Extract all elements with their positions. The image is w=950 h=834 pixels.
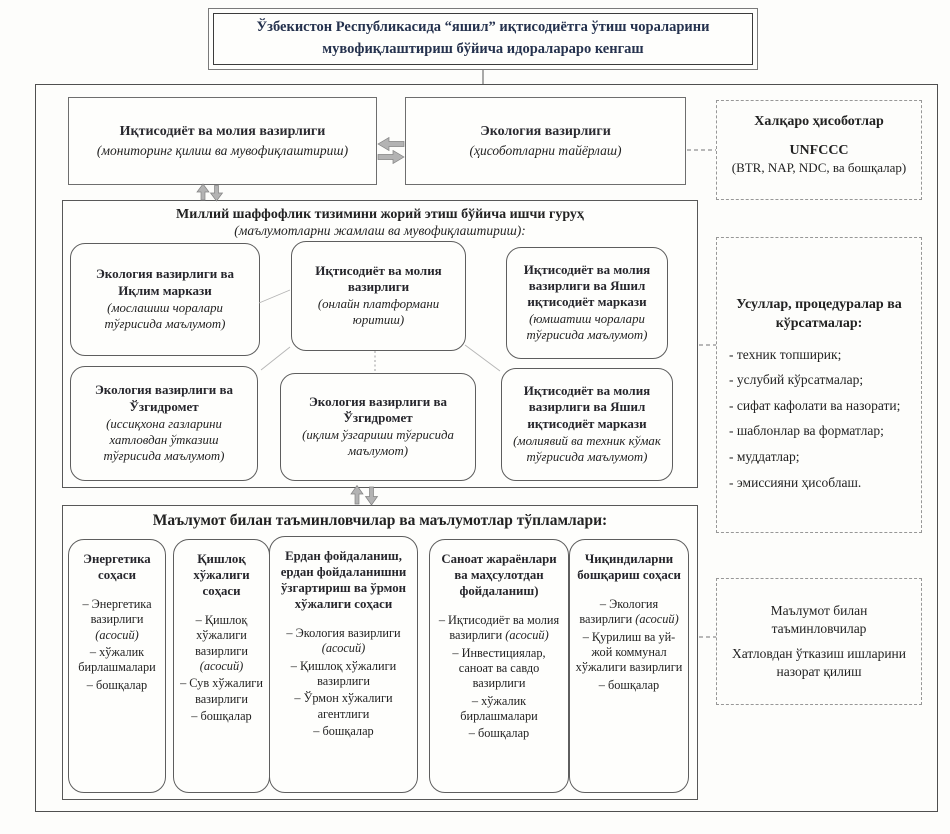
international-reports-box: Халқаро ҳисоботлар UNFCCC (BTR, NAP, NDC…: [716, 100, 922, 200]
sector-item: – Иқтисодиёт ва молия вазирлиги (асосий): [435, 613, 563, 644]
sector-item-text: – Энергетика вазирлиги: [82, 596, 152, 627]
economy-ministry-title: Иқтисодиёт ва молия вазирлиги: [119, 123, 326, 139]
sector-item: – бошқалар: [275, 724, 412, 739]
sector-energy: Энергетика соҳаси – Энергетика вазирлиги…: [68, 539, 166, 793]
sector-item-note: (асосий): [199, 659, 244, 674]
methods-panel: Усуллар, процедуралар ва кўрсатмалар: - …: [716, 237, 922, 533]
sector-item-text: – Экология вазирлиги: [579, 596, 659, 627]
sector-item: – бошқалар: [179, 709, 264, 724]
sector-item-text: – Иқтисодиёт ва молия вазирлиги: [438, 612, 560, 643]
sector-item-text: – Сув хўжалиги вазирлиги: [180, 676, 263, 706]
sector-item-note: (асосий): [505, 628, 549, 643]
sector-item: – Сув хўжалиги вазирлиги: [179, 676, 264, 707]
sector-item-text: – бошқалар: [598, 677, 660, 692]
member-subtitle: (онлайн платформани юритиш): [317, 297, 440, 328]
council-title: Ўзбекистон Республикасида “яшил” иқтисод…: [256, 19, 710, 57]
sector-title: Энергетика соҳаси: [83, 552, 151, 582]
sector-title: Қишлоқ хўжалиги соҳаси: [193, 552, 250, 598]
sector-item-text: – Инвестициялар, саноат ва савдо вазирли…: [452, 645, 546, 691]
sector-item-note: (асосий): [95, 627, 139, 642]
sector-industry: Саноат жараёнлари ва маҳсулотдан фойдала…: [429, 539, 569, 793]
sector-item: – бошқалар: [575, 678, 683, 693]
sector-item: – Экология вазирлиги (асосий): [575, 597, 683, 628]
member-subtitle: (иқлим ўзгариши тўғрисида маълумот): [302, 428, 454, 459]
international-reports-title: Халқаро ҳисоботлар: [754, 114, 884, 129]
sector-item: – Қишлоқ хўжалиги вазирлиги (асосий): [179, 613, 264, 674]
oversight-line2: Хатловдан ўтказиш ишларини назорат қилиш: [731, 646, 907, 680]
member-climate-center: Экология вазирлиги ва Иқлим маркази (мос…: [70, 243, 260, 356]
sector-item: – Қурилиш ва уй-жой коммунал хўжалиги ва…: [575, 630, 683, 676]
member-uzhydromet-inventory: Экология вазирлиги ва Ўзгидромет (иссиқх…: [70, 366, 258, 481]
member-uzhydromet-climate: Экология вазирлиги ва Ўзгидромет (иқлим …: [280, 373, 476, 481]
methods-item: - услубий кўрсатмалар;: [729, 372, 864, 388]
sector-item: – хўжалик бирлашмалари: [435, 694, 563, 725]
sector-item-text: – бошқалар: [313, 724, 374, 739]
oversight-line1: Маълумот билан таъминловчилар: [770, 602, 868, 636]
ecology-ministry-subtitle: (ҳисоботларни тайёрлаш): [469, 142, 622, 158]
sector-item-text: – бошқалар: [191, 709, 252, 724]
sector-item-text: – Экология вазирлиги: [286, 625, 401, 640]
member-title: Иқтисодиёт ва молия вазирлиги ва Яшил иқ…: [523, 261, 651, 310]
sector-item-text: – бошқалар: [468, 726, 530, 741]
member-green-economy-finance: Иқтисодиёт ва молия вазирлиги ва Яшил иқ…: [501, 368, 673, 481]
sector-agriculture: Қишлоқ хўжалиги соҳаси – Қишлоқ хўжалиги…: [173, 539, 270, 793]
methods-item: - техник топширик;: [729, 346, 842, 362]
sector-item-note: (асосий): [635, 612, 679, 627]
sector-item-text: – хўжалик бирлашмалари: [460, 693, 538, 724]
council-title-inner-border: Ўзбекистон Республикасида “яшил” иқтисод…: [213, 13, 753, 65]
sector-lulucf: Ердан фойдаланиш, ердан фойдаланишни ўзг…: [269, 536, 418, 793]
methods-item: - сифат кафолати ва назорати;: [729, 397, 901, 413]
member-economy-platform: Иқтисодиёт ва молия вазирлиги (онлайн пл…: [291, 241, 466, 351]
working-group-title: Миллий шаффофлик тизимини жорий этиш бўй…: [176, 207, 584, 222]
ecology-ministry-title: Экология вазирлиги: [480, 123, 611, 139]
member-title: Экология вазирлиги ва Ўзгидромет: [308, 393, 448, 426]
member-title: Иқтисодиёт ва молия вазирлиги ва Яшил иқ…: [523, 383, 651, 431]
international-reports-note: (BTR, NAP, NDC, ва бошқалар): [731, 160, 907, 175]
council-title-box: Ўзбекистон Республикасида “яшил” иқтисод…: [208, 8, 758, 70]
sector-item: – Энергетика вазирлиги (асосий): [74, 597, 160, 643]
sector-item: – Инвестициялар, саноат ва савдо вазирли…: [435, 646, 563, 692]
member-green-economy-mitigation: Иқтисодиёт ва молия вазирлиги ва Яшил иқ…: [506, 247, 668, 359]
sector-title: Чиқиндиларни бошқариш соҳаси: [577, 552, 681, 582]
sector-item: – бошқалар: [74, 678, 160, 693]
sector-item: – Ўрмон хўжалиги агентлиги: [275, 691, 412, 722]
member-subtitle: (иссиқхона газларини хатловдан ўтказиш т…: [103, 416, 225, 463]
ecology-ministry-box: Экология вазирлиги (ҳисоботларни тайёрла…: [405, 97, 686, 185]
member-title: Экология вазирлиги ва Иқлим маркази: [95, 266, 235, 298]
member-title: Иқтисодиёт ва молия вазирлиги: [315, 262, 442, 295]
sector-item-text: – бошқалар: [86, 677, 148, 692]
sector-item: – хўжалик бирлашмалари: [74, 645, 160, 676]
sector-item-text: – Ўрмон хўжалиги агентлиги: [294, 691, 393, 721]
sector-item-note: (асосий): [321, 641, 366, 656]
economy-ministry-subtitle: (мониторинг қилиш ва мувофиқлаштириш): [96, 142, 349, 158]
sector-item-text: – Қурилиш ва уй-жой коммунал хўжалиги ва…: [575, 629, 683, 675]
sector-item: – Қишлоқ хўжалиги вазирлиги: [275, 659, 412, 690]
sector-title: Ердан фойдаланиш, ердан фойдаланишни ўзг…: [280, 549, 407, 611]
sector-item-text: – Қишлоқ хўжалиги вазирлиги: [290, 658, 397, 689]
methods-item: - эмиссияни ҳисоблаш.: [729, 474, 862, 490]
sector-item: – бошқалар: [435, 726, 563, 741]
sector-item-text: – Қишлоқ хўжалиги вазирлиги: [195, 612, 248, 658]
working-group-subtitle: (маълумотларни жамлаш ва мувофиқлаштириш…: [234, 223, 526, 238]
member-subtitle: (молиявий ва техник кўмак тўғрисида маъл…: [513, 433, 661, 464]
sector-item: – Экология вазирлиги (асосий): [275, 626, 412, 657]
working-group-box: Миллий шаффофлик тизимини жорий этиш бўй…: [62, 200, 698, 488]
member-subtitle: (юмшатиш чоралари тўғрисида маълумот): [526, 312, 648, 343]
member-subtitle: (мослашиш чоралари тўғрисида маълумот): [104, 300, 226, 331]
data-providers-box: Маълумот билан таъминловчилар ва маълумо…: [62, 505, 698, 800]
data-providers-title: Маълумот билан таъминловчилар ва маълумо…: [152, 512, 608, 529]
sector-title: Саноат жараёнлари ва маҳсулотдан фойдала…: [441, 552, 557, 598]
economy-ministry-box: Иқтисодиёт ва молия вазирлиги (мониторин…: [68, 97, 377, 185]
methods-item: - муддатлар;: [729, 448, 800, 464]
methods-title: Усуллар, процедуралар ва кўрсатмалар:: [736, 297, 902, 331]
sector-item-text: – хўжалик бирлашмалари: [78, 645, 156, 675]
methods-item: - шаблонлар ва форматлар;: [729, 423, 884, 439]
sector-waste: Чиқиндиларни бошқариш соҳаси – Экология …: [569, 539, 689, 793]
oversight-panel: Маълумот билан таъминловчилар Хатловдан …: [716, 578, 922, 705]
member-title: Экология вазирлиги ва Ўзгидромет: [94, 382, 234, 414]
main-outline: [35, 84, 938, 812]
unfccc-label: UNFCCC: [789, 143, 849, 158]
